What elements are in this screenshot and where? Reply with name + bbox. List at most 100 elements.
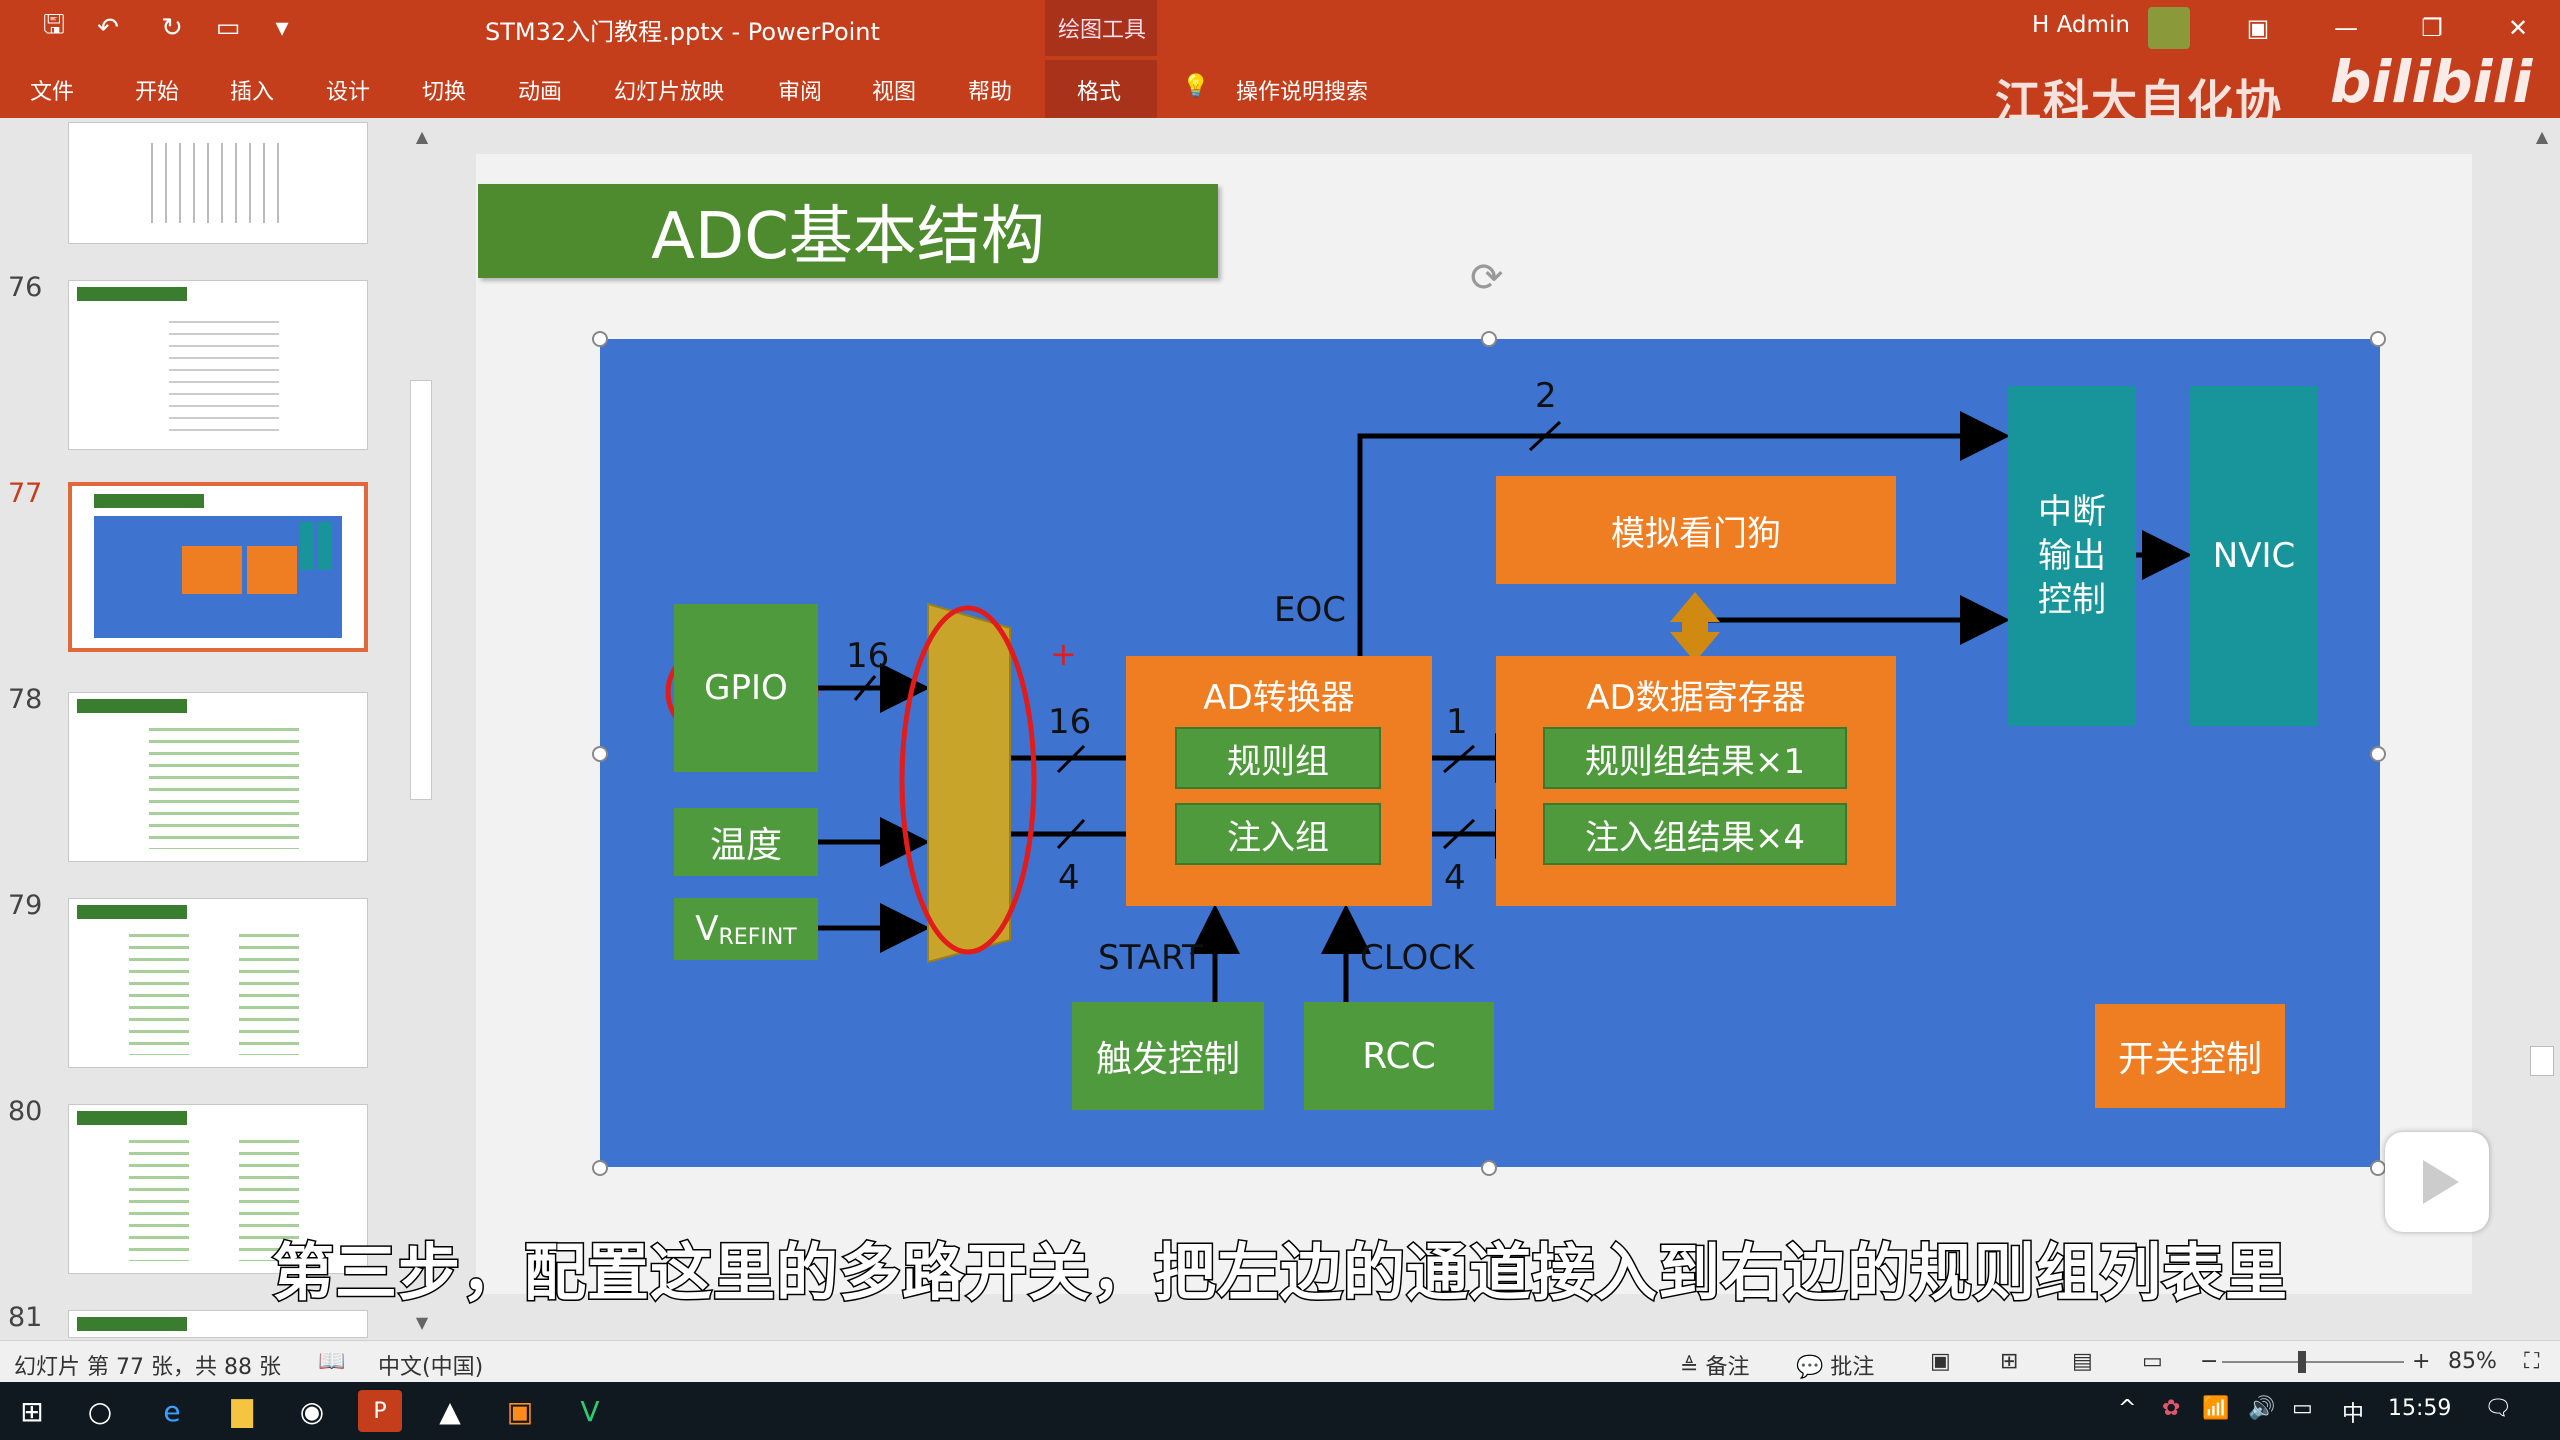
zoom-in-icon[interactable]: + (2412, 1349, 2431, 1374)
thumbnail-75[interactable] (68, 122, 368, 244)
close-icon[interactable]: ✕ (2507, 14, 2529, 42)
injected-result-box[interactable]: 注入组结果×4 (1543, 803, 1847, 865)
label-start: START (1098, 938, 1203, 978)
tab-help[interactable]: 帮助 (968, 80, 1013, 105)
edge-icon[interactable]: e (163, 1394, 181, 1428)
nvic-box[interactable]: NVIC (2190, 386, 2318, 726)
thumbnail-79[interactable] (68, 898, 368, 1068)
scroll-up-icon[interactable]: ▲ (415, 126, 429, 146)
regular-group-box[interactable]: 规则组 (1175, 727, 1381, 789)
photos-icon[interactable]: ▲ (439, 1394, 461, 1428)
language-indicator[interactable]: 中文(中国) (378, 1355, 484, 1380)
powerpoint-taskbar-icon[interactable]: P (358, 1390, 402, 1432)
avatar[interactable] (2148, 7, 2190, 49)
regular-result-box[interactable]: 规则组结果×1 (1543, 727, 1847, 789)
notes-label: 备注 (1705, 1355, 1750, 1380)
slide-counter[interactable]: 幻灯片 第 77 张，共 88 张 (14, 1355, 281, 1380)
slide-title[interactable]: ADC基本结构 (478, 184, 1218, 278)
resize-handle[interactable] (2370, 331, 2386, 347)
thumbnail-80[interactable] (68, 1104, 368, 1274)
rcc-box[interactable]: RCC (1304, 1002, 1494, 1110)
label-4-injected: 4 (1058, 858, 1080, 898)
watchdog-double-arrow (1670, 592, 1720, 662)
restore-icon[interactable]: ❐ (2421, 14, 2443, 42)
resize-handle[interactable] (1481, 1160, 1497, 1176)
app-orange-icon[interactable]: ▣ (506, 1394, 534, 1428)
tab-view[interactable]: 视图 (872, 80, 917, 105)
wifi-icon[interactable]: 📶 (2202, 1396, 2230, 1421)
reading-view-icon[interactable]: ▤ (2072, 1349, 2093, 1374)
scrollbar-thumb[interactable] (2530, 1046, 2554, 1076)
trigger-control-box[interactable]: 触发控制 (1072, 1002, 1264, 1110)
tray-chevron-icon[interactable]: ^ (2118, 1396, 2137, 1421)
minimize-icon[interactable]: — (2334, 14, 2358, 42)
tab-slideshow[interactable]: 幻灯片放映 (614, 80, 725, 105)
tell-me-search[interactable]: 操作说明搜索 (1236, 80, 1369, 105)
thumbnail-76[interactable] (68, 280, 368, 450)
thumbnail-number: 81 (8, 1302, 43, 1333)
tab-home[interactable]: 开始 (135, 80, 180, 105)
scroll-up-icon[interactable]: ▲ (2535, 126, 2549, 146)
tab-transitions[interactable]: 切换 (422, 80, 467, 105)
slideshow-view-icon[interactable]: ▭ (2142, 1349, 2163, 1374)
tab-animations[interactable]: 动画 (518, 80, 563, 105)
interrupt-output-control-box[interactable]: 中断 输出 控制 (2008, 386, 2136, 726)
injected-group-box[interactable]: 注入组 (1175, 803, 1381, 865)
tray-app-icon[interactable]: ✿ (2162, 1396, 2181, 1421)
tab-review[interactable]: 审阅 (778, 80, 823, 105)
switch-control-box[interactable]: 开关控制 (2095, 1004, 2285, 1108)
temperature-box[interactable]: 温度 (674, 808, 818, 876)
analog-watchdog-box[interactable]: 模拟看门狗 (1496, 476, 1896, 584)
tab-design[interactable]: 设计 (326, 80, 371, 105)
status-bar: 幻灯片 第 77 张，共 88 张 📖 中文(中国) ≜ 备注 💬 批注 ▣ ⊞… (0, 1340, 2560, 1382)
undo-icon[interactable]: ↶ (97, 13, 119, 43)
customize-qat-icon[interactable]: ▾ (275, 13, 289, 43)
spellcheck-icon[interactable]: 📖 (318, 1349, 346, 1374)
app-green-icon[interactable]: V (580, 1394, 600, 1428)
scroll-down-icon[interactable]: ▼ (415, 1312, 429, 1332)
redo-icon[interactable]: ↻ (161, 13, 183, 43)
tab-insert[interactable]: 插入 (230, 80, 275, 105)
label-4: 4 (1444, 858, 1466, 898)
normal-view-icon[interactable]: ▣ (1930, 1349, 1951, 1374)
start-slideshow-icon[interactable]: ▭ (215, 13, 241, 43)
slide-sorter-icon[interactable]: ⊞ (2000, 1349, 2019, 1374)
multiplexer-shape (927, 602, 1011, 964)
resize-handle[interactable] (1481, 331, 1497, 347)
save-icon[interactable]: 🖫 (42, 10, 66, 40)
volume-icon[interactable]: 🔊 (2248, 1396, 2276, 1421)
ime-indicator[interactable]: 中 (2342, 1402, 2365, 1427)
camera-app-icon[interactable]: ◉ (299, 1394, 325, 1428)
fit-slide-icon[interactable]: ⛶ (2524, 1349, 2540, 1374)
resize-handle[interactable] (592, 1160, 608, 1176)
comments-button[interactable]: 💬 批注 (1796, 1355, 1875, 1380)
clock[interactable]: 15:59 (2388, 1396, 2452, 1421)
thumbnail-number: 77 (8, 478, 43, 509)
ribbon-display-options-icon[interactable]: ▣ (2246, 14, 2270, 42)
notification-icon[interactable]: 🗨 (2484, 1396, 2512, 1421)
thumbnail-77-selected[interactable] (68, 482, 368, 652)
battery-icon[interactable]: ▭ (2292, 1396, 2313, 1421)
resize-handle[interactable] (2370, 746, 2386, 762)
windows-start-icon[interactable]: ⊞ (20, 1394, 44, 1428)
thumbnail-78[interactable] (68, 692, 368, 862)
thumbnail-81[interactable] (68, 1310, 368, 1338)
video-play-button[interactable] (2385, 1132, 2489, 1232)
scrollbar-thumb[interactable] (410, 380, 432, 800)
zoom-slider-thumb[interactable] (2298, 1351, 2306, 1373)
tab-format[interactable]: 格式 (1077, 80, 1122, 105)
cortana-icon[interactable]: ○ (87, 1394, 113, 1428)
user-name[interactable]: H Admin (2032, 12, 2130, 38)
thumbnail-number: 78 (8, 684, 43, 715)
resize-handle[interactable] (592, 331, 608, 347)
file-explorer-icon[interactable]: ▇ (231, 1394, 253, 1428)
tab-file[interactable]: 文件 (30, 80, 75, 105)
resize-handle[interactable] (592, 746, 608, 762)
gpio-box[interactable]: GPIO (674, 604, 818, 772)
notes-button[interactable]: ≜ 备注 (1680, 1355, 1750, 1380)
zoom-slider[interactable] (2222, 1361, 2404, 1363)
zoom-out-icon[interactable]: − (2200, 1349, 2219, 1374)
rotate-handle-icon[interactable]: ⟳ (1470, 255, 1504, 301)
zoom-level[interactable]: 85% (2448, 1349, 2497, 1374)
